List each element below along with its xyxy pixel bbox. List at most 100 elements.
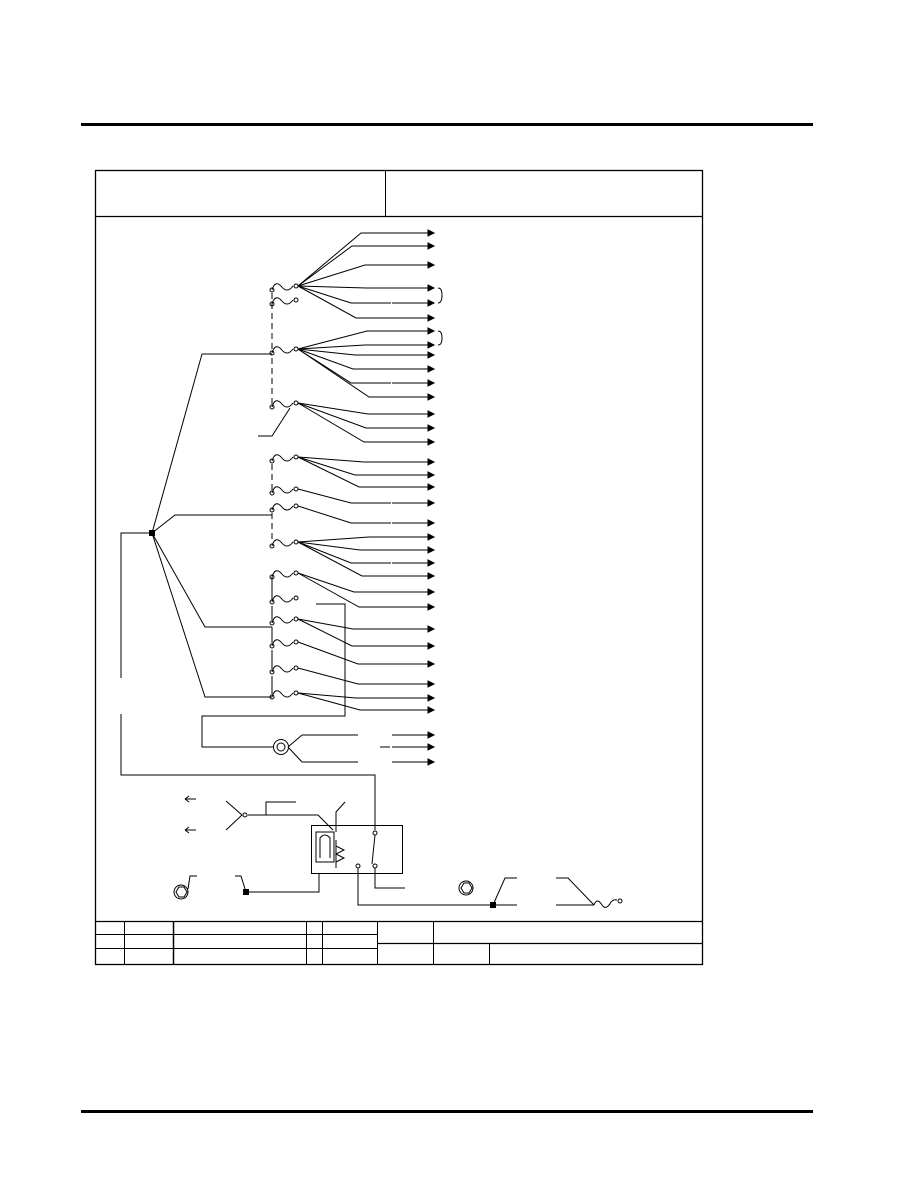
wire — [258, 407, 291, 437]
breaker-symbol — [271, 616, 294, 624]
branch-wire — [297, 572, 394, 593]
junction-node — [149, 530, 155, 536]
arrow-head — [427, 299, 436, 307]
arrow-head — [427, 379, 436, 387]
bracket — [437, 330, 443, 346]
arrow-head — [427, 229, 436, 237]
terminal-pin — [269, 287, 275, 293]
arrow-head — [427, 588, 436, 596]
terminal-pin — [269, 458, 275, 464]
terminal-pin — [293, 346, 299, 352]
branch-wire — [297, 692, 396, 699]
terminal-pin — [293, 616, 299, 622]
arrow-head — [427, 731, 436, 739]
terminal-pin — [269, 643, 275, 649]
branch-wire — [297, 285, 391, 304]
terminal-pin — [293, 539, 299, 545]
branch-wire — [297, 618, 392, 647]
terminal-pin — [293, 595, 299, 601]
branch-wire — [297, 348, 391, 384]
branch-wire — [297, 402, 406, 429]
arrow-head — [427, 660, 436, 668]
arrow-head — [427, 341, 436, 349]
branch-wire — [297, 541, 391, 564]
arrow-head — [427, 424, 436, 432]
branch-wire — [297, 541, 402, 577]
ground-stud-group — [201, 603, 390, 763]
terminal-pin — [293, 283, 299, 289]
branch-wire — [297, 456, 404, 463]
branch-wire — [297, 348, 393, 370]
terminal-pin — [269, 543, 275, 549]
breaker-symbol — [271, 639, 294, 647]
branch-wire — [297, 641, 398, 665]
breaker-symbol — [271, 486, 294, 494]
breaker-symbol — [271, 690, 294, 698]
branch-wire — [297, 618, 393, 630]
circuit-lines — [258, 229, 443, 766]
arrow-head — [427, 410, 436, 418]
terminal-pin — [293, 400, 299, 406]
arrow-head — [427, 471, 436, 479]
branch-wire — [297, 536, 409, 543]
arrow-head — [427, 572, 436, 580]
arrow-head — [427, 499, 436, 507]
branch-wire — [297, 344, 405, 350]
terminal-pin — [269, 490, 275, 496]
arrow-head — [427, 327, 436, 335]
diagram-frame — [94, 169, 704, 966]
terminal-pin — [269, 350, 275, 356]
arrow-head — [427, 559, 436, 567]
branch-wire — [297, 456, 399, 488]
branch-wire — [297, 667, 398, 685]
breaker-symbol — [271, 539, 294, 547]
breaker-symbol — [271, 595, 294, 603]
arrow-head — [427, 458, 436, 466]
terminal-pin — [293, 690, 299, 696]
branch-wire — [297, 572, 399, 608]
title-block — [95, 920, 703, 965]
arrow-head — [427, 680, 436, 688]
branch-wire — [297, 505, 391, 524]
branch-wire — [297, 541, 400, 551]
terminal-pin — [269, 669, 275, 675]
arrow-head — [427, 365, 436, 373]
arrow-head — [427, 519, 436, 527]
breaker-symbol — [271, 297, 294, 305]
breaker-symbol — [271, 454, 294, 462]
breaker-symbol — [271, 346, 294, 354]
arrow-head — [427, 743, 436, 751]
breaker-symbol — [271, 570, 294, 578]
arrow-head — [427, 261, 436, 269]
arrow-head — [427, 546, 436, 554]
top-rule — [81, 123, 813, 126]
branch-wire — [297, 285, 406, 289]
terminal-pin — [293, 486, 299, 492]
terminal-pin — [293, 639, 299, 645]
branch-wire — [297, 330, 407, 350]
branch-wire — [297, 348, 395, 356]
relay-module — [246, 801, 493, 906]
arrow-head — [427, 758, 436, 766]
arrow-head — [427, 284, 436, 292]
bracket — [437, 287, 443, 304]
bottom-components — [173, 875, 623, 908]
breaker-symbol — [271, 400, 294, 408]
branch-wire — [297, 692, 400, 711]
arrow-head — [427, 533, 436, 541]
breaker-symbol — [271, 283, 294, 291]
branch-wire — [297, 456, 395, 476]
branch-wire — [297, 402, 404, 443]
terminal-pin — [293, 665, 299, 671]
bottom-rule — [81, 1110, 813, 1113]
arrow-head — [427, 351, 436, 359]
arrow-head — [427, 242, 436, 250]
terminal-pin — [293, 454, 299, 460]
terminal-pin — [293, 503, 299, 509]
breaker-symbol — [271, 665, 294, 673]
terminal-pin — [293, 570, 299, 576]
terminal-pin — [269, 404, 275, 410]
arrow-head — [427, 642, 436, 650]
terminal-pin — [269, 507, 275, 513]
